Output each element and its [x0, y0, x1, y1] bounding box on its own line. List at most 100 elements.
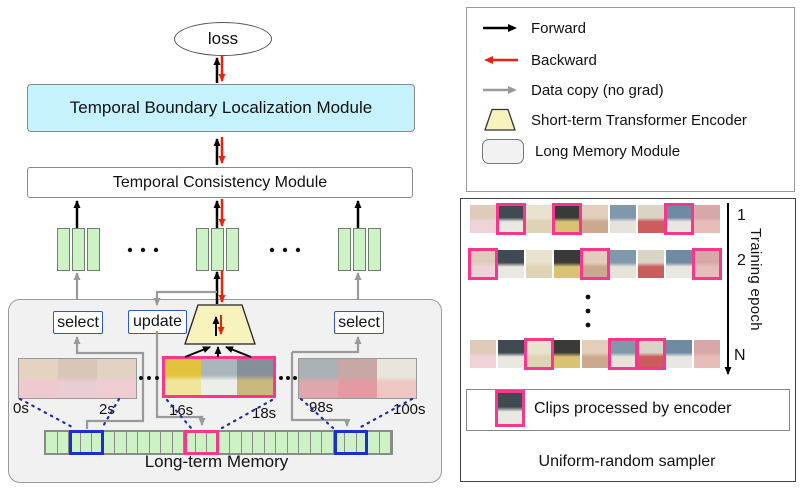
update-label: update	[133, 313, 182, 330]
memory-cell	[264, 432, 276, 453]
select-left-op: select	[53, 311, 103, 334]
legend-row-encoder: Short-term Transformer Encoder	[482, 108, 747, 132]
legend-label: Forward	[531, 19, 587, 37]
memory-cell	[253, 432, 265, 453]
epoch-row-n	[470, 338, 720, 370]
video-frame	[201, 359, 237, 395]
sampler-caption: Uniform-random sampler	[538, 453, 716, 470]
memory-cell	[46, 432, 58, 453]
epoch-tick-1: 1	[737, 207, 746, 224]
feature-token	[87, 228, 100, 271]
clip-thumbnail	[694, 340, 720, 368]
encoder-trapezoid-icon	[484, 108, 516, 131]
clip-group-right	[298, 358, 417, 399]
loss-label: loss	[207, 29, 239, 48]
long-memory-box-icon	[482, 138, 524, 164]
legend-row-longmemory: Long Memory Module	[482, 138, 681, 164]
memory-cell	[218, 432, 230, 453]
long-term-memory-label: Long-term Memory	[144, 452, 289, 471]
memory-cell	[333, 432, 345, 453]
memory-cell	[149, 432, 161, 453]
video-frame	[58, 359, 97, 398]
memory-bar	[44, 430, 393, 455]
memory-cell	[195, 432, 207, 453]
legend-row-backward: Backward	[482, 48, 597, 72]
legend-label: Backward	[531, 51, 597, 69]
clip-thumbnail	[526, 250, 552, 278]
memory-cell	[57, 432, 69, 453]
tblm-label: Temporal Boundary Localization Module	[69, 98, 373, 117]
select-right-op: select	[334, 311, 384, 334]
forward-arrow-icon	[483, 24, 517, 32]
timestamp-0s: 0s	[13, 400, 29, 417]
clip-group-left	[18, 358, 137, 399]
clip-thumbnail	[638, 250, 664, 278]
epoch-row-2	[468, 248, 722, 280]
clip-thumbnail	[554, 340, 580, 368]
timestamp-16s: 16s	[169, 402, 194, 419]
training-epoch-axis-label: Training epoch	[747, 228, 764, 331]
clip-processed-by-encoder-icon	[495, 390, 525, 427]
feature-token	[72, 228, 85, 271]
memory-cell	[230, 432, 242, 453]
blue-memory-highlight	[333, 430, 368, 455]
video-frame	[377, 359, 416, 398]
video-frame	[19, 359, 58, 398]
blue-memory-highlight	[69, 430, 104, 455]
temporal-consistency-module: Temporal Consistency Module	[27, 167, 413, 198]
select-left-label: select	[57, 313, 99, 331]
clip-thumbnail	[666, 340, 692, 368]
legend-row-forward: Forward	[482, 16, 586, 40]
feature-token	[57, 228, 70, 271]
clip-thumbnail	[498, 340, 524, 368]
legend-label: Data copy (no grad)	[531, 81, 664, 99]
timestamp-2s: 2s	[99, 401, 115, 418]
clip-processed-by-encoder	[608, 338, 638, 370]
epoch-tick-n: N	[734, 347, 746, 364]
memory-cell	[69, 432, 81, 453]
temporal-boundary-localization-module: Temporal Boundary Localization Module	[27, 84, 415, 132]
clip-thumbnail	[526, 205, 552, 233]
clip-processed-by-encoder	[496, 203, 526, 235]
clip-processed-by-encoder	[552, 203, 582, 235]
clips-note-label: Clips processed by encoder	[534, 400, 732, 417]
memory-cell	[126, 432, 138, 453]
clip-processed-by-encoder	[524, 338, 554, 370]
legend-label: Long Memory Module	[535, 142, 681, 160]
memory-cell	[241, 432, 253, 453]
memory-cell	[368, 432, 380, 453]
memory-cell	[345, 432, 357, 453]
memory-cell	[322, 432, 334, 453]
feature-token	[338, 228, 351, 271]
clip-thumbnail	[498, 250, 524, 278]
timestamp-100s: 100s	[393, 401, 426, 418]
clip-thumbnail	[470, 340, 496, 368]
clip-thumbnail	[554, 250, 580, 278]
select-right-label: select	[338, 313, 380, 331]
memory-cell	[172, 432, 184, 453]
feature-token	[211, 228, 224, 271]
memory-cell	[161, 432, 173, 453]
memory-cell	[184, 432, 196, 453]
clip-processed-by-encoder	[636, 338, 666, 370]
clip-thumbnail	[666, 250, 692, 278]
video-frame	[237, 359, 273, 395]
video-frame	[97, 359, 136, 398]
clip-processed-by-encoder	[468, 248, 498, 280]
epoch-row-1	[470, 203, 720, 235]
video-frame	[338, 359, 377, 398]
video-frame	[299, 359, 338, 398]
memory-cell	[287, 432, 299, 453]
legend-row-datacopy: Data copy (no grad)	[482, 78, 664, 102]
memory-cell	[80, 432, 92, 453]
clip-thumbnail	[638, 205, 664, 233]
loss-node: loss	[174, 22, 272, 56]
memory-cell	[115, 432, 127, 453]
clip-thumbnail	[582, 205, 608, 233]
datacopy-arrow-icon	[483, 86, 517, 94]
memory-cell	[138, 432, 150, 453]
feature-token	[353, 228, 366, 271]
clip-processed-by-encoder	[664, 203, 694, 235]
video-frame	[165, 359, 201, 395]
legend-label: Short-term Transformer Encoder	[531, 111, 747, 129]
